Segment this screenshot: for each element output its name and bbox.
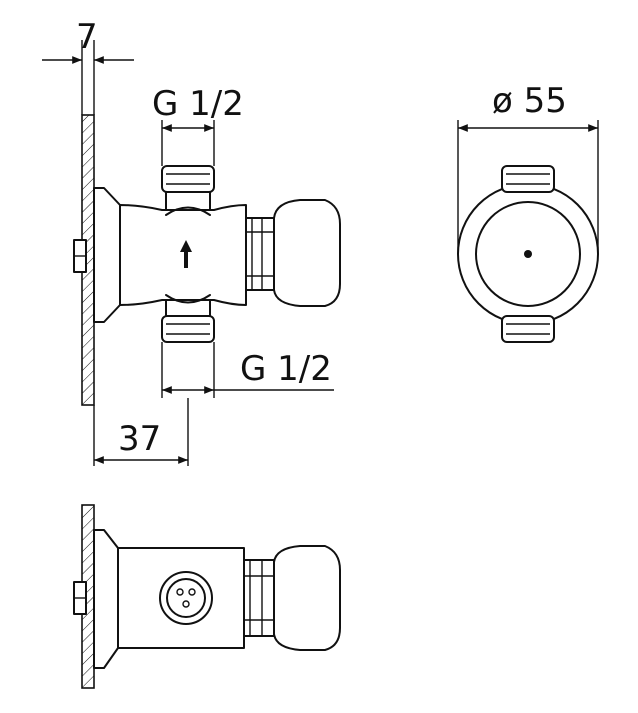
dim-label-wall-offset: 7	[76, 17, 98, 57]
bottom-connection	[161, 315, 215, 343]
dimension-diameter: ø 55	[457, 81, 599, 254]
mounting-plate	[93, 187, 121, 323]
bottom-push-button	[273, 545, 341, 651]
dimension-outlet-thread: G 1/2	[161, 342, 334, 398]
dimension-inlet-thread: G 1/2	[152, 84, 244, 166]
bottom-view	[73, 504, 341, 689]
dim-label-center-distance: 37	[118, 419, 161, 459]
dim-label-outlet-thread: G 1/2	[240, 349, 332, 389]
dimension-wall-offset: 7	[42, 17, 134, 115]
coupling-nut	[245, 217, 275, 291]
valve-body	[119, 204, 247, 306]
flow-arrow-icon	[180, 240, 192, 268]
bottom-mounting-plate	[93, 529, 119, 669]
bottom-port-inner	[166, 578, 206, 618]
push-button	[273, 199, 341, 307]
bottom-coupling-nut	[243, 559, 275, 637]
center-dot	[524, 250, 532, 258]
dim-label-diameter: ø 55	[492, 81, 567, 121]
dim-label-inlet-thread: G 1/2	[152, 84, 244, 124]
side-top-connection	[501, 165, 555, 193]
dimension-center-distance: 37	[93, 398, 189, 466]
side-view	[457, 165, 599, 343]
side-bottom-connection	[501, 315, 555, 343]
top-connection	[161, 165, 215, 193]
front-view	[73, 114, 341, 406]
